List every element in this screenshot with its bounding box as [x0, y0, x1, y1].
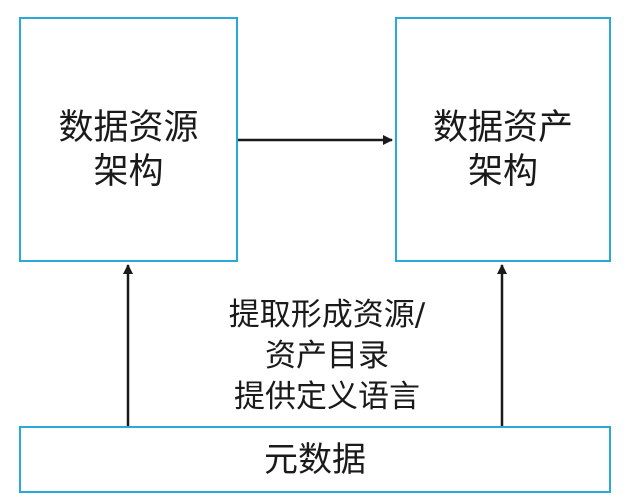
data-resource-architecture-line2: 架构 [93, 152, 164, 192]
data-resource-architecture-line1: 数据资源 [58, 108, 199, 148]
data-asset-architecture-line2: 架构 [467, 152, 538, 192]
metadata-label: 元数据 [264, 440, 366, 480]
data-asset-architecture-line1: 数据资产 [432, 108, 573, 148]
data-resource-architecture-box: 数据资源 架构 [19, 17, 238, 262]
edge-label-line2: 资产目录 [265, 338, 389, 374]
data-asset-architecture-label: 数据资产 架构 [397, 106, 609, 194]
data-resource-architecture-label: 数据资源 架构 [21, 106, 236, 194]
edge-label-line3: 提供定义语言 [234, 379, 420, 415]
metadata-box: 元数据 [19, 426, 611, 493]
data-asset-architecture-box: 数据资产 架构 [395, 17, 611, 262]
edge-label-line1: 提取形成资源/ [228, 297, 426, 333]
